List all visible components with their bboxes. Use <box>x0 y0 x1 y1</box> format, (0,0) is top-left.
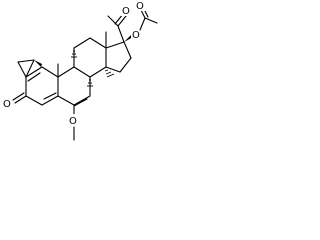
acetate-carbonyl-oxygen-label: O <box>136 1 144 12</box>
ring-b <box>57 66 91 107</box>
chemical-structure: O O <box>2 0 158 141</box>
methoxy-group: O <box>68 104 80 141</box>
ketone-oxygen-label: O <box>3 99 11 110</box>
acetyl-oxygen-label: O <box>122 6 130 17</box>
ring-d <box>105 41 132 73</box>
ring-a <box>25 66 59 106</box>
acetate-ester-group: O O <box>124 0 158 42</box>
methoxy-oxygen-label: O <box>69 116 77 127</box>
stereo-hash-bonds <box>71 50 115 87</box>
ketone-group: O <box>2 92 27 110</box>
ring-c <box>73 37 107 78</box>
acetyl-group: O <box>107 4 132 43</box>
acetate-ester-oxygen-label: O <box>132 30 140 41</box>
angular-methyls <box>57 31 107 78</box>
cyclopropane-ring <box>17 59 42 78</box>
